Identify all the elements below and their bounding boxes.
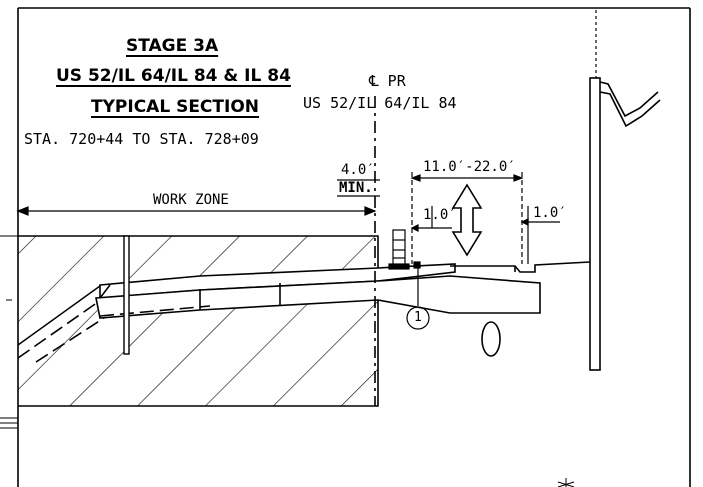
north-star-mark — [557, 478, 575, 487]
work-zone-label: WORK ZONE — [153, 192, 229, 208]
section-title: TYPICAL SECTION — [91, 97, 260, 117]
lane-width-label: 11.0′-22.0′ — [423, 159, 516, 175]
left-offset-dimension — [410, 206, 452, 232]
left-edge-marks — [0, 235, 18, 429]
traffic-drum — [388, 229, 410, 270]
min-offset-note: MIN. — [339, 180, 373, 196]
callout-leader — [406, 261, 430, 330]
left-offset-label: 1.0′ — [423, 207, 457, 223]
sign-post — [123, 235, 130, 355]
route-title: US 52/IL 64/IL 84 & IL 84 — [56, 66, 291, 86]
min-offset-value: 4.0′ — [341, 162, 375, 178]
right-offset-label: 1.0′ — [533, 205, 567, 221]
curb-gutter — [450, 261, 591, 273]
two-way-traffic-arrow — [451, 183, 483, 257]
excavation-area — [18, 235, 379, 407]
pipe-oval — [481, 321, 501, 357]
centerline-route: US 52/IL 64/IL 84 — [303, 94, 457, 112]
work-zone-dimension — [16, 206, 377, 216]
station-range: STA. 720+44 TO STA. 728+09 — [24, 130, 259, 148]
centerline-pr-label: PR — [387, 72, 406, 90]
lane-width-dimension — [410, 172, 524, 264]
side-slope — [17, 285, 101, 346]
subbase-dashed-lines — [17, 301, 211, 363]
stage-title: STAGE 3A — [126, 36, 219, 56]
pavement-section — [95, 263, 541, 319]
centerline-symbol: ℄ — [369, 72, 379, 90]
centerline-label: ℄ PR — [369, 74, 406, 89]
utility-pole — [589, 77, 661, 371]
right-offset-dimension — [520, 206, 560, 264]
callout-number: 1 — [414, 310, 422, 325]
min-offset-dimension — [337, 179, 380, 197]
